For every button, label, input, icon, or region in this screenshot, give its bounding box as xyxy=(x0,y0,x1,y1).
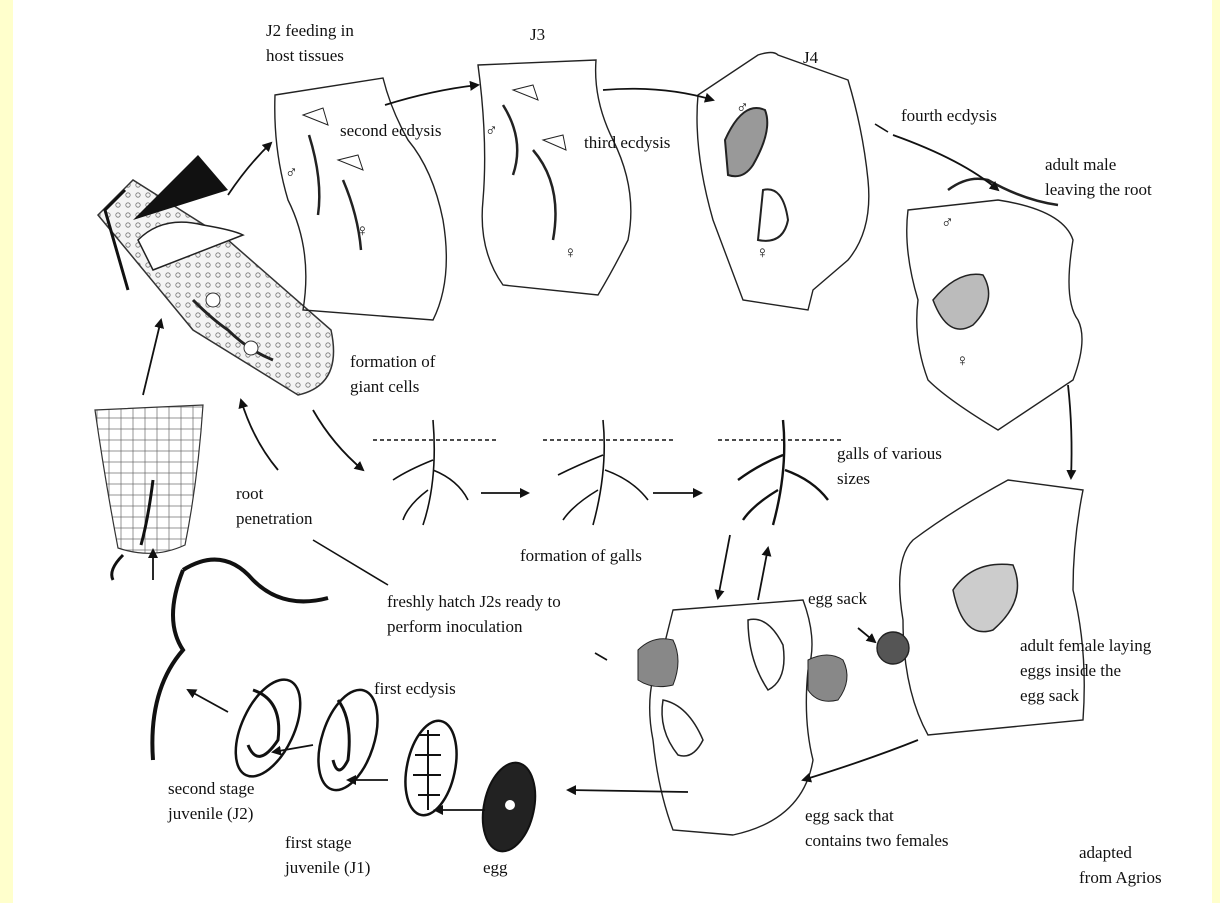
label-adult-female: adult female laying eggs inside the egg … xyxy=(1020,633,1151,708)
label-giant-cells: formation of giant cells xyxy=(350,349,435,399)
female-symbol: ♀ xyxy=(356,218,369,243)
label-egg: egg xyxy=(483,855,508,880)
root-tip-illustration xyxy=(98,155,334,395)
j4-tissue-panel xyxy=(697,53,869,311)
j3-tissue-panel xyxy=(478,60,631,295)
label-egg-sack-two-females: egg sack that contains two females xyxy=(805,803,949,853)
label-egg-sack: egg sack xyxy=(808,586,867,611)
egg-sack-two-females-panel xyxy=(638,600,847,835)
root-penetration-illustration xyxy=(95,405,203,580)
life-cycle-diagram: J2 feeding in host tissues J3 J4 second … xyxy=(13,0,1212,903)
label-adult-male: adult male leaving the root xyxy=(1045,152,1152,202)
label-root-penetration: root penetration xyxy=(236,481,312,531)
label-first-ecdysis: first ecdysis xyxy=(374,676,456,701)
adult-male-panel xyxy=(907,179,1082,430)
male-symbol: ♂ xyxy=(941,210,954,235)
label-second-ecdysis: second ecdysis xyxy=(340,118,442,143)
label-fourth-ecdysis: fourth ecdysis xyxy=(901,103,997,128)
label-freshly-hatch: freshly hatch J2s ready to perform inocu… xyxy=(387,589,561,639)
label-formation-of-galls: formation of galls xyxy=(520,543,642,568)
male-symbol: ♂ xyxy=(285,160,298,185)
label-first-stage-juvenile: first stage juvenile (J1) xyxy=(285,830,370,880)
label-j3: J3 xyxy=(530,22,545,47)
label-galls-various-sizes: galls of various sizes xyxy=(837,441,942,491)
label-adapted-from-agrios: adapted from Agrios xyxy=(1079,840,1162,890)
j2-tissue-panel xyxy=(275,78,447,320)
male-symbol: ♂ xyxy=(485,118,498,143)
female-symbol: ♀ xyxy=(564,240,577,265)
label-third-ecdysis: third ecdysis xyxy=(584,130,670,155)
label-j4: J4 xyxy=(803,45,818,70)
female-symbol: ♀ xyxy=(956,348,969,373)
male-symbol: ♂ xyxy=(736,95,749,120)
label-j2-feeding: J2 feeding in host tissues xyxy=(266,18,354,68)
female-symbol: ♀ xyxy=(756,240,769,265)
roots-illustrations xyxy=(373,420,843,525)
label-second-stage-juvenile: second stage juvenile (J2) xyxy=(168,776,254,826)
